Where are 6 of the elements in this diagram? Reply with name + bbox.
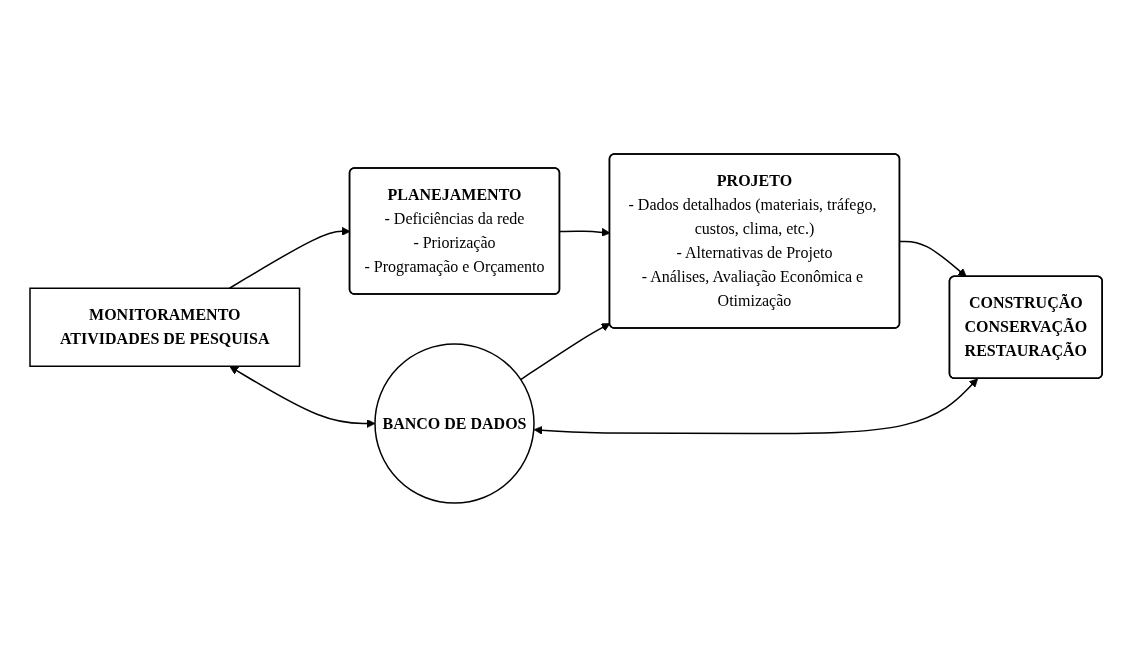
arrow xyxy=(534,378,979,435)
arrow xyxy=(899,240,968,278)
arrow xyxy=(520,323,611,381)
arrow xyxy=(229,366,376,428)
node-circle: BANCO DE DADOS xyxy=(374,343,536,504)
node-box: MONITORAMENTO ATIVIDADES DE PESQUISA xyxy=(29,287,301,367)
